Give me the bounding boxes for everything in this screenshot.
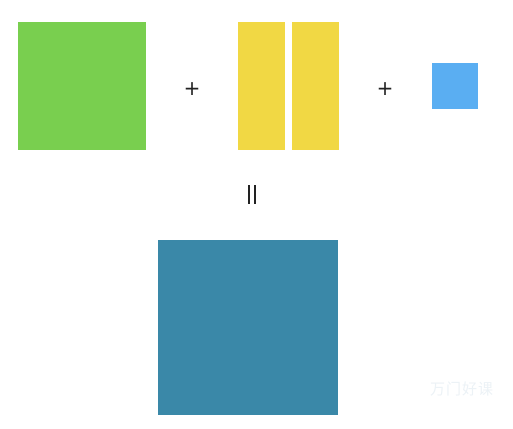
- equals-bar-left: [248, 185, 250, 204]
- plus-sign-second: +: [376, 76, 394, 100]
- yellow-bar-left: [238, 22, 285, 150]
- equals-sign-rotated: [240, 183, 264, 207]
- equals-bar-right: [254, 185, 256, 204]
- watermark: 万门好课: [430, 380, 495, 398]
- result-square: [158, 240, 338, 415]
- yellow-bar-right: [292, 22, 339, 150]
- blue-square: [432, 63, 478, 109]
- plus-sign: +: [183, 76, 201, 100]
- green-square: [18, 22, 146, 150]
